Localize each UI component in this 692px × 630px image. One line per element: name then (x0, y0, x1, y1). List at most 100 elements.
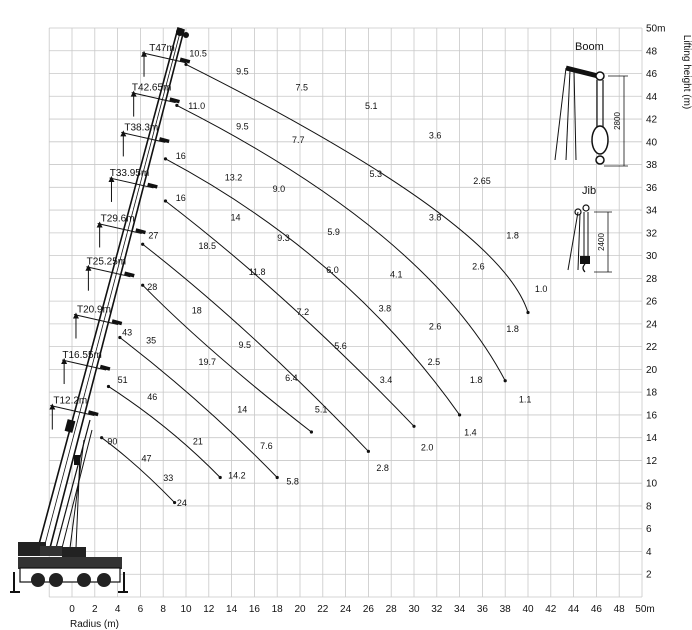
y-tick-label: 18 (646, 388, 658, 399)
capacity-label: 2.6 (429, 322, 442, 332)
load-curve-1 (185, 63, 529, 313)
boom-section-joint (111, 319, 123, 326)
x-tick-label: 42 (545, 604, 557, 615)
x-tick-label: 44 (568, 604, 580, 615)
capacity-label: 1.0 (535, 284, 548, 294)
jib-inset: Jib 2400 (567, 185, 612, 273)
capacity-label: 7.6 (260, 441, 273, 451)
y-tick-label: 46 (646, 69, 658, 80)
capacity-label: 5.1 (365, 101, 378, 111)
boom-length-tick (73, 314, 119, 325)
capacity-label: 7.7 (292, 135, 305, 145)
capacity-label: 43 (122, 327, 132, 337)
curve-start-point (141, 283, 145, 287)
x-tick-label: 40 (522, 604, 534, 615)
jib-inset-title: Jib (582, 185, 596, 197)
capacity-label: 33 (163, 473, 173, 483)
curve-end-point (458, 413, 462, 417)
boom-section-joint (99, 364, 111, 371)
y-axis-ticks: 2468101214161820222426283032343638404244… (646, 24, 665, 581)
y-tick-label: 22 (646, 342, 658, 353)
y-tick-label: 32 (646, 228, 658, 239)
load-curve-6 (142, 284, 312, 433)
y-tick-label: 48 (646, 46, 658, 57)
boom-length-label: T33.95m (110, 168, 149, 179)
boom-length-label: T16.55m (62, 350, 101, 361)
boom-section-joint (169, 97, 180, 104)
curve-start-point (163, 199, 168, 203)
load-curve-2 (176, 104, 506, 382)
curve-start-point (100, 436, 104, 440)
capacity-label: 35 (146, 335, 156, 345)
curve-start-point (163, 157, 168, 161)
capacity-label: 9.5 (238, 340, 251, 350)
capacity-label: 16 (176, 193, 186, 203)
capacity-label: 9.0 (273, 184, 286, 194)
x-tick-label: 30 (408, 604, 420, 615)
boom-length-tick (109, 177, 154, 189)
boom-length-label: T20.9m (77, 305, 111, 316)
y-axis-label: Lifting height (m) (681, 35, 692, 109)
curve-end-point (412, 424, 416, 428)
curve-end-point (275, 475, 279, 480)
capacity-label: 2.65 (473, 176, 491, 186)
boom-section-joint (88, 410, 99, 417)
capacity-label: 9.5 (236, 121, 249, 131)
boom-length-label: T12.2m (53, 396, 87, 407)
x-tick-label: 34 (454, 604, 466, 615)
capacity-label: 24 (177, 498, 187, 508)
x-tick-label: 48 (614, 604, 626, 615)
capacity-label: 5.9 (327, 227, 340, 237)
capacity-label: 28 (147, 282, 157, 292)
y-tick-label: 44 (646, 92, 658, 103)
boom-section-joint (147, 182, 158, 189)
boom-length-label: T47m (149, 43, 175, 54)
capacity-label: 27 (148, 231, 158, 241)
x-tick-label: 28 (386, 604, 398, 615)
capacity-label: 9.3 (277, 233, 290, 243)
x-tick-label: 16 (249, 604, 261, 615)
capacity-label: 18.5 (199, 241, 217, 251)
y-tick-label: 10 (646, 479, 658, 490)
boom-length-label: T29.6m (101, 213, 135, 224)
boom-length-arrow-head (85, 264, 92, 271)
boom-inset: Boom 2800 (554, 41, 628, 167)
capacity-label: 16 (176, 151, 186, 161)
y-tick-label: 40 (646, 137, 658, 148)
x-tick-label: 12 (203, 604, 215, 615)
y-tick-label: 42 (646, 115, 658, 126)
y-tick-label: 26 (646, 297, 658, 308)
load-curve-3 (165, 158, 461, 416)
x-tick-label: 20 (294, 604, 306, 615)
capacity-label: 1.4 (464, 427, 477, 437)
capacity-label: 3.8 (379, 303, 392, 313)
y-tick-label: 16 (646, 410, 658, 421)
load-curves: 10.59.57.55.13.62.651.81.011.09.57.75.33… (100, 49, 548, 508)
boom-section-joint (179, 57, 191, 64)
boom-length-tick (131, 92, 176, 104)
x-tick-label: 36 (477, 604, 489, 615)
boom-inset-title: Boom (575, 41, 604, 53)
x-tick-label: 8 (160, 604, 166, 615)
boom-length-tick (97, 222, 142, 234)
boom-dimension: 2800 (613, 112, 622, 130)
x-tick-label: 50m (635, 604, 654, 615)
capacity-label: 46 (147, 392, 157, 402)
y-tick-label: 34 (646, 206, 658, 217)
boom-length-arrow-head (61, 358, 68, 365)
capacity-label: 21 (193, 437, 203, 447)
capacity-label: 19.7 (199, 357, 217, 367)
capacity-label: 1.8 (470, 375, 483, 385)
x-axis-label: Radius (m) (70, 619, 119, 630)
curve-start-point (106, 384, 111, 389)
capacity-label: 1.1 (519, 394, 532, 404)
boom-length-arrow-head (49, 403, 56, 410)
load-curve-8 (108, 386, 221, 478)
grid (48, 27, 643, 598)
capacity-label: 7.5 (295, 83, 308, 93)
boom-section-joint (135, 228, 146, 235)
capacity-label: 51 (118, 375, 128, 385)
y-tick-label: 24 (646, 319, 658, 330)
boom-length-arrow-head (108, 175, 115, 182)
boom-length-arrow-head (130, 90, 137, 97)
